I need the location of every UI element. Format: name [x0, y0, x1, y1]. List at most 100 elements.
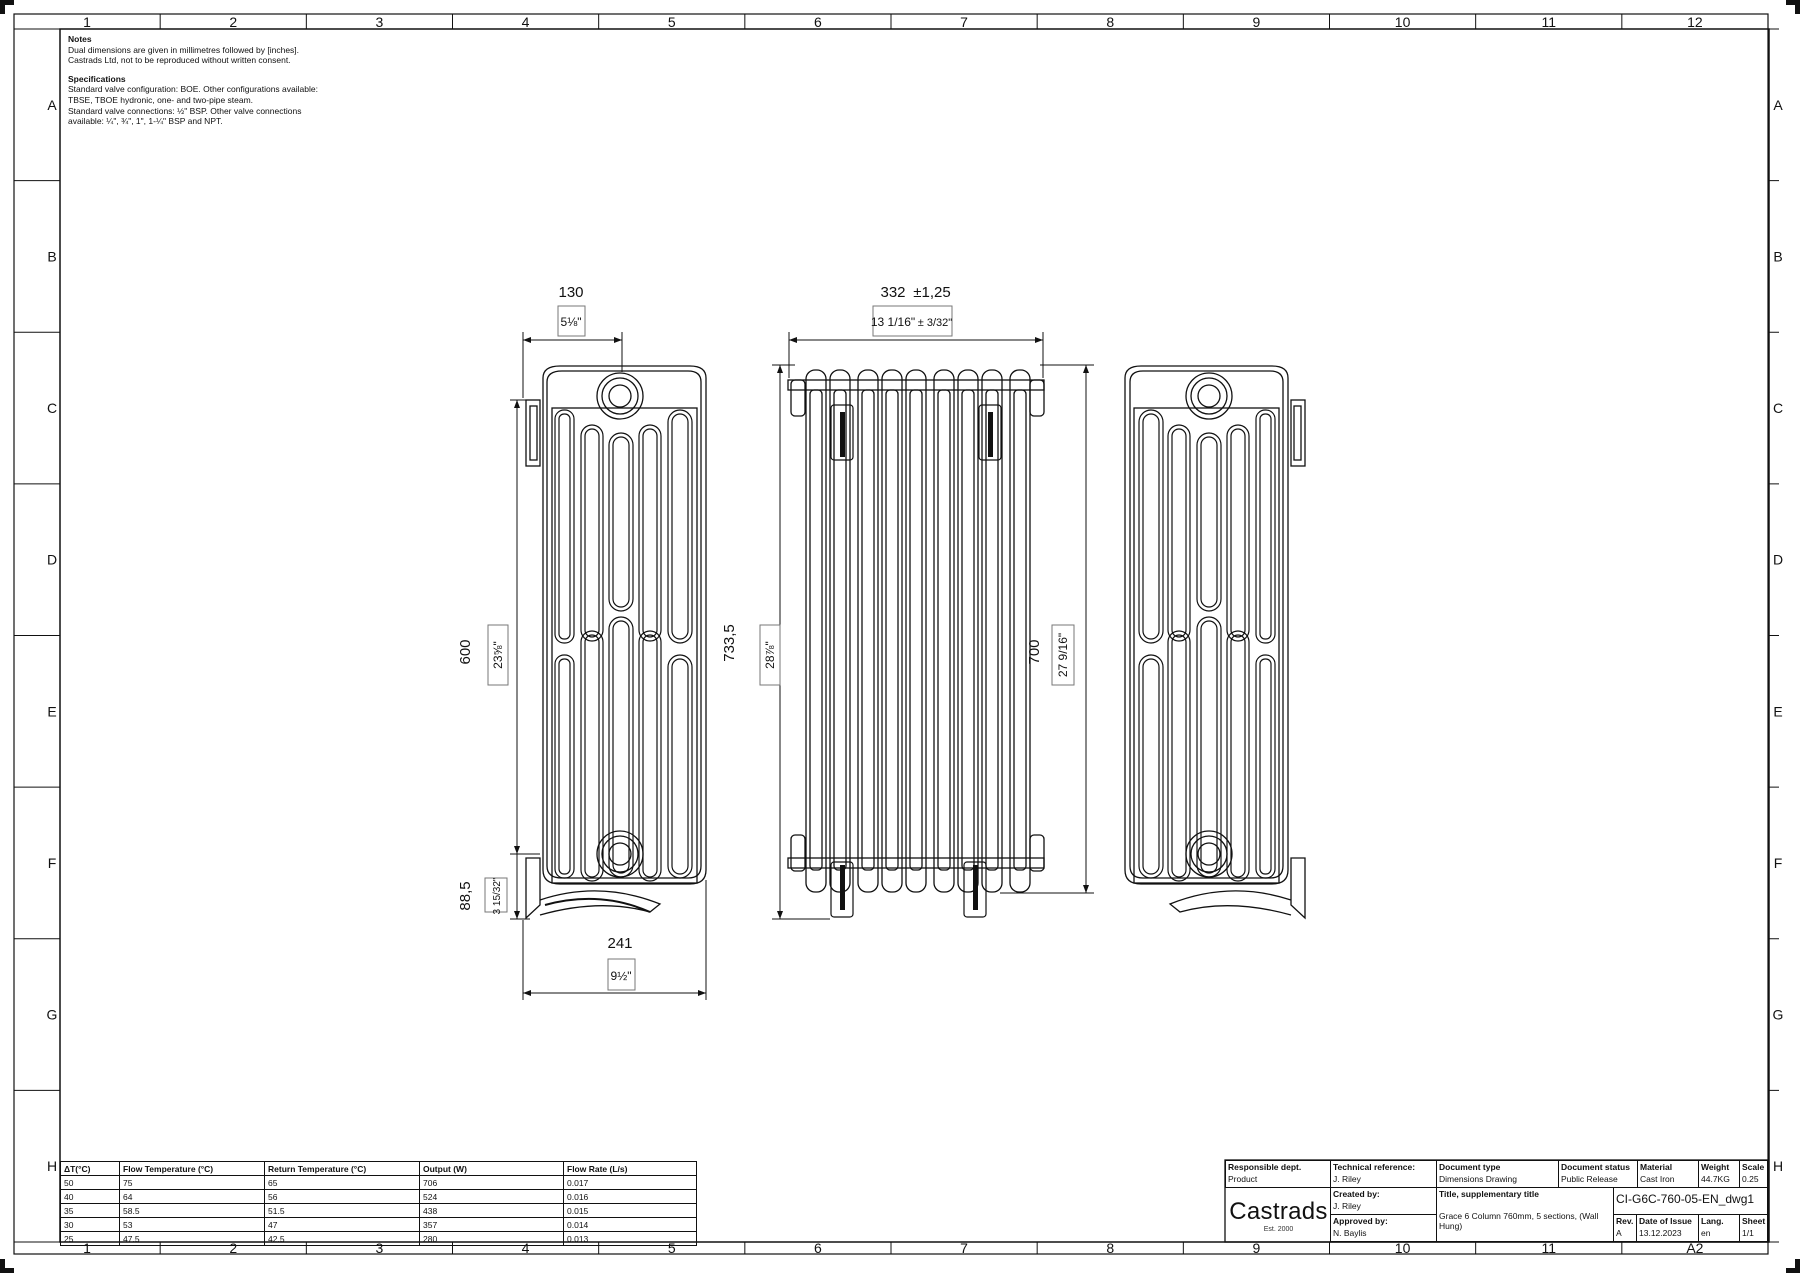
zone-label: E — [1773, 703, 1782, 719]
table-cell: 35 — [60, 1203, 120, 1218]
table-cell: 53 — [119, 1217, 265, 1232]
document-type-cell: Document type Dimensions Drawing — [1436, 1160, 1559, 1188]
table-row: 25 47.5 42.5 280 0.013 — [60, 1231, 697, 1246]
dimension-arrows — [514, 337, 1089, 996]
date-of-issue-value: 13.12.2023 — [1639, 1228, 1682, 1238]
zone-label: A — [1773, 97, 1783, 113]
zone-label: A2 — [1686, 1240, 1703, 1256]
document-type-label: Document type — [1439, 1162, 1501, 1172]
scale-label: Scale — [1742, 1162, 1765, 1172]
radiator-column — [961, 389, 975, 871]
dim-body-height-mm: 700 — [1026, 639, 1043, 664]
zone-label: 4 — [522, 14, 530, 30]
zone-label: B — [1773, 248, 1782, 264]
zone-label: C — [47, 400, 57, 416]
zone-label: F — [48, 855, 57, 871]
dim-wall-mm: 241 — [607, 935, 632, 952]
spec-line: TBSE, TBOE hydronic, one- and two-pipe s… — [68, 94, 254, 105]
rev-value: A — [1616, 1228, 1622, 1238]
zone-label: E — [47, 703, 56, 719]
notes-line: Castrads Ltd, not to be reproduced witho… — [68, 55, 291, 66]
dim-floor-in: 3 15/32" — [492, 877, 503, 914]
zone-label: 2 — [229, 14, 237, 30]
sheet-value: 1/1 — [1742, 1228, 1754, 1238]
radiator-column — [933, 369, 955, 893]
title-cell: Title, supplementary title Grace 6 Colum… — [1436, 1187, 1614, 1242]
dim-floor-mm: 88,5 — [457, 881, 474, 910]
radiator-column — [861, 389, 875, 871]
language-label: Lang. — [1701, 1216, 1724, 1226]
technical-reference-cell: Technical reference: J. Riley — [1330, 1160, 1437, 1188]
zone-label: 3 — [376, 14, 384, 30]
document-number-cell: CI-G6C-760-05-EN_dwg1 — [1613, 1187, 1768, 1215]
side-view-left — [525, 365, 707, 920]
date-of-issue-cell: Date of Issue 13.12.2023 — [1636, 1214, 1699, 1242]
zone-label: 5 — [668, 14, 676, 30]
language-value: en — [1701, 1228, 1711, 1238]
radiator-column — [833, 389, 847, 871]
dim-width-mm: 332 — [880, 284, 905, 301]
dim-body-height-in: 27 9/16" — [1056, 633, 1070, 677]
table-cell: 0.015 — [563, 1203, 697, 1218]
technical-reference-value: J. Riley — [1333, 1174, 1361, 1184]
approved-by-value: N. Baylis — [1333, 1228, 1367, 1238]
logo-wordmark: Castrads — [1229, 1198, 1328, 1225]
radiator-column — [1009, 369, 1031, 893]
table-cell: 42.5 — [264, 1231, 420, 1246]
zone-label: 8 — [1106, 14, 1114, 30]
zone-label: 4 — [522, 1240, 530, 1256]
zone-label: 6 — [814, 14, 822, 30]
radiator-column — [885, 389, 899, 871]
zone-label: 9 — [1253, 14, 1261, 30]
responsible-dept-value: Product — [1228, 1174, 1258, 1184]
scale-cell: Scale 0.25 — [1739, 1160, 1768, 1188]
table-row: 40 64 56 524 0.016 — [60, 1189, 697, 1204]
rev-cell: Rev. A — [1613, 1214, 1637, 1242]
dim-width-in: 13 1/16" — [871, 315, 915, 329]
weight-cell: Weight 44.7KG — [1698, 1160, 1740, 1188]
dim-depth-mm: 130 — [558, 284, 583, 301]
table-cell: 438 — [419, 1203, 564, 1218]
zone-label: G — [1773, 1007, 1784, 1023]
table-cell: 75 — [119, 1175, 265, 1190]
side-view-right — [1124, 365, 1306, 920]
document-status-value: Public Release — [1561, 1174, 1618, 1184]
table-row: 35 58.5 51.5 438 0.015 — [60, 1203, 697, 1218]
created-by-label: Created by: — [1333, 1189, 1380, 1199]
date-of-issue-label: Date of Issue — [1639, 1216, 1692, 1226]
notes-heading: Notes — [68, 34, 92, 44]
dim-width-tol-in: ± 3/32" — [918, 317, 953, 329]
document-number: CI-G6C-760-05-EN_dwg1 — [1616, 1192, 1755, 1206]
zone-label: D — [47, 552, 57, 568]
responsible-dept-cell: Responsible dept. Product — [1225, 1160, 1331, 1188]
sheet-cell: Sheet 1/1 — [1739, 1214, 1768, 1242]
table-cell: 357 — [419, 1217, 564, 1232]
inner-frame — [59, 28, 1770, 1243]
col-header-return-temp: Return Temperature (°C) — [264, 1161, 420, 1176]
dimension-lines — [510, 332, 1094, 1000]
rev-label: Rev. — [1616, 1216, 1634, 1226]
zone-label: 11 — [1541, 1240, 1556, 1256]
table-cell: 40 — [60, 1189, 120, 1204]
spec-line: Standard valve connections: ½" BSP. Othe… — [68, 105, 302, 116]
specifications-heading: Specifications — [68, 73, 126, 84]
zone-grid — [13, 14, 1779, 1254]
col-header-flow-temp: Flow Temperature (°C) — [119, 1161, 265, 1176]
table-cell: 706 — [419, 1175, 564, 1190]
table-cell: 0.017 — [563, 1175, 697, 1190]
title-label: Title, supplementary title — [1439, 1189, 1539, 1199]
created-by-cell: Created by: J. Riley — [1330, 1187, 1437, 1215]
scale-value: 0.25 — [1742, 1174, 1759, 1184]
zone-label: 7 — [960, 1240, 968, 1256]
table-cell: 0.013 — [563, 1231, 697, 1246]
zone-label: D — [1773, 552, 1783, 568]
zone-label: B — [47, 248, 56, 264]
zone-label: 10 — [1395, 14, 1411, 30]
language-cell: Lang. en — [1698, 1214, 1740, 1242]
table-header-row: ΔT(°C) Flow Temperature (°C) Return Temp… — [60, 1161, 697, 1176]
zone-label: 8 — [1106, 1240, 1114, 1256]
table-cell: 50 — [60, 1175, 120, 1190]
table-cell: 0.016 — [563, 1189, 697, 1204]
dim-centres-in: 23⅝" — [491, 641, 505, 669]
